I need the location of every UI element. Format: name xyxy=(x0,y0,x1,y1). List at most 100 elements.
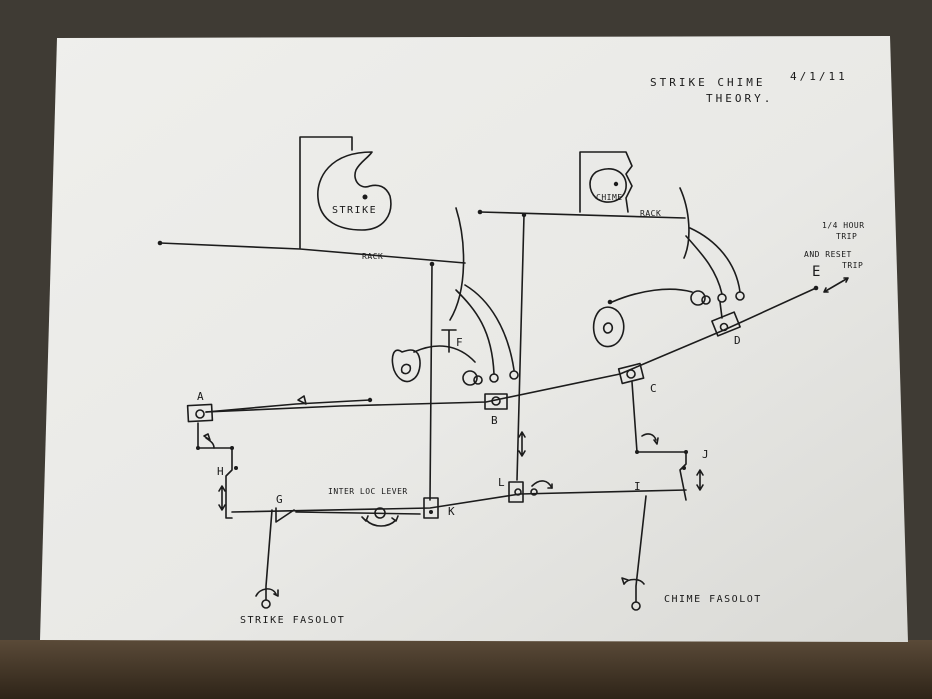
part-j-travel-arrow xyxy=(696,469,704,491)
label-h: H xyxy=(217,465,224,478)
chime-rod-travel-arrow xyxy=(518,431,526,457)
chime-pallet-curl xyxy=(602,322,614,334)
interlock-lower-rail xyxy=(295,511,421,515)
trip-note-line-4: TRIP xyxy=(842,261,863,270)
strike-fasolot-arc xyxy=(255,588,277,597)
part-c-pivot xyxy=(626,369,636,379)
chime-rack-hook xyxy=(689,227,741,293)
part-h-corner xyxy=(230,446,234,450)
c-vertical-rod xyxy=(631,381,638,453)
diagram-header: STRIKE CHIME 4/1/11 THEORY. xyxy=(650,70,848,105)
part-k-pin xyxy=(429,510,433,514)
chime-warning-arc xyxy=(685,235,723,295)
label-i: I xyxy=(634,480,641,493)
part-l-swing-arrow xyxy=(547,483,553,489)
chime-rack-label: RACK xyxy=(640,209,661,218)
part-l-pin xyxy=(514,488,522,496)
strike-fasolot-arrow xyxy=(273,589,279,597)
chime-gathering-wheel xyxy=(690,290,706,306)
part-d-link xyxy=(719,301,723,319)
chime-fasolot-end xyxy=(631,601,641,611)
chime-rack-bracket xyxy=(579,151,633,213)
part-a-pivot xyxy=(195,409,205,419)
interlock-arc-arrow-left xyxy=(361,515,369,522)
chime-rack-pivot xyxy=(477,209,483,215)
part-k-block xyxy=(423,497,439,519)
strike-rack-assembly: STRIKE RACK xyxy=(157,136,466,321)
strike-rack-bracket xyxy=(299,136,353,249)
strike-pin-2 xyxy=(509,370,519,380)
label-c: C xyxy=(650,382,657,395)
label-l: L xyxy=(498,476,505,489)
trip-rod-a-section xyxy=(205,399,371,413)
chime-rack-arm xyxy=(479,211,686,219)
strike-gathering-wheel xyxy=(462,370,478,386)
strike-vertical-rod xyxy=(429,263,433,501)
strike-pallet-curl xyxy=(400,363,412,375)
strike-rack-arm xyxy=(159,242,466,264)
trip-rod-end xyxy=(367,397,373,403)
chime-pallet xyxy=(592,227,745,348)
part-j-lever xyxy=(636,451,687,501)
trip-note-line-3: AND RESET xyxy=(804,250,852,259)
label-k: K xyxy=(448,505,455,518)
part-d-pivot xyxy=(719,322,729,332)
chime-snail-cam xyxy=(589,168,627,203)
vertical-rods xyxy=(429,214,638,501)
strike-linkage: H G xyxy=(196,422,295,523)
chime-fasolot-arc xyxy=(623,578,645,585)
interlock-pivot xyxy=(374,507,386,519)
diagram-title: STRIKE CHIME xyxy=(650,76,765,89)
strike-fasolot-end xyxy=(261,599,271,609)
interlock-lever: INTER LOC LEVER K L I xyxy=(231,476,687,527)
interlock-lever-bar xyxy=(231,489,687,513)
chime-rack-assembly: CHIME RACK xyxy=(477,151,690,259)
part-b-pivot xyxy=(491,396,501,406)
chime-linkage: J xyxy=(635,433,709,501)
label-f: F xyxy=(456,336,463,349)
part-l-swing-arc xyxy=(531,480,553,489)
part-b-block xyxy=(484,393,508,410)
strike-warning-arc xyxy=(455,289,495,375)
strike-snail-cam xyxy=(317,151,392,231)
part-c-swing-arc xyxy=(641,433,657,441)
part-j-corner xyxy=(684,450,688,454)
part-a-block xyxy=(186,403,214,423)
chime-pinion xyxy=(701,295,711,305)
strike-rack-label: RACK xyxy=(362,252,383,261)
chime-cam-label: CHIME xyxy=(596,193,623,202)
chime-pallet-arm xyxy=(611,288,693,303)
strike-fasolot-label: STRIKE FASOLOT xyxy=(240,615,345,626)
chime-rack-arc xyxy=(679,187,690,259)
part-h-travel-arrow xyxy=(218,485,226,511)
part-d-block xyxy=(711,311,741,337)
strike-fasolot: STRIKE FASOLOT xyxy=(240,509,345,626)
part-h-pin xyxy=(234,466,238,470)
part-h-top-pivot xyxy=(196,446,200,450)
part-g-catch xyxy=(275,507,295,523)
strike-pallet-cam xyxy=(391,349,421,383)
chime-pallet-pivot xyxy=(607,299,613,305)
label-g: G xyxy=(276,493,283,506)
label-d: D xyxy=(734,334,741,347)
strike-pallet-f: F xyxy=(391,284,519,386)
chime-fasolot: CHIME FASOLOT xyxy=(621,495,760,611)
trip-rod-system: A B C D E xyxy=(186,264,849,427)
strike-fasolot-rod xyxy=(265,509,273,601)
trip-note-line-2: TRIP xyxy=(836,232,857,241)
chime-vertical-rod xyxy=(516,214,525,481)
diagram-date: 4/1/11 xyxy=(790,70,848,83)
trip-rod-tip xyxy=(813,285,819,291)
strike-rack-pivot xyxy=(157,240,163,246)
part-c-block xyxy=(617,362,645,385)
strike-pallet-arm xyxy=(413,345,476,363)
label-a: A xyxy=(197,390,204,403)
interlock-arc-arrow-right xyxy=(391,515,399,522)
part-j-pin xyxy=(682,466,686,470)
strike-cam-label: STRIKE xyxy=(332,205,377,216)
part-a-swing-arrow xyxy=(203,433,215,449)
bench-edge xyxy=(0,640,932,699)
chime-cam-pivot xyxy=(613,181,619,187)
diagram-subtitle: THEORY. xyxy=(706,92,773,105)
label-j: J xyxy=(702,448,709,461)
